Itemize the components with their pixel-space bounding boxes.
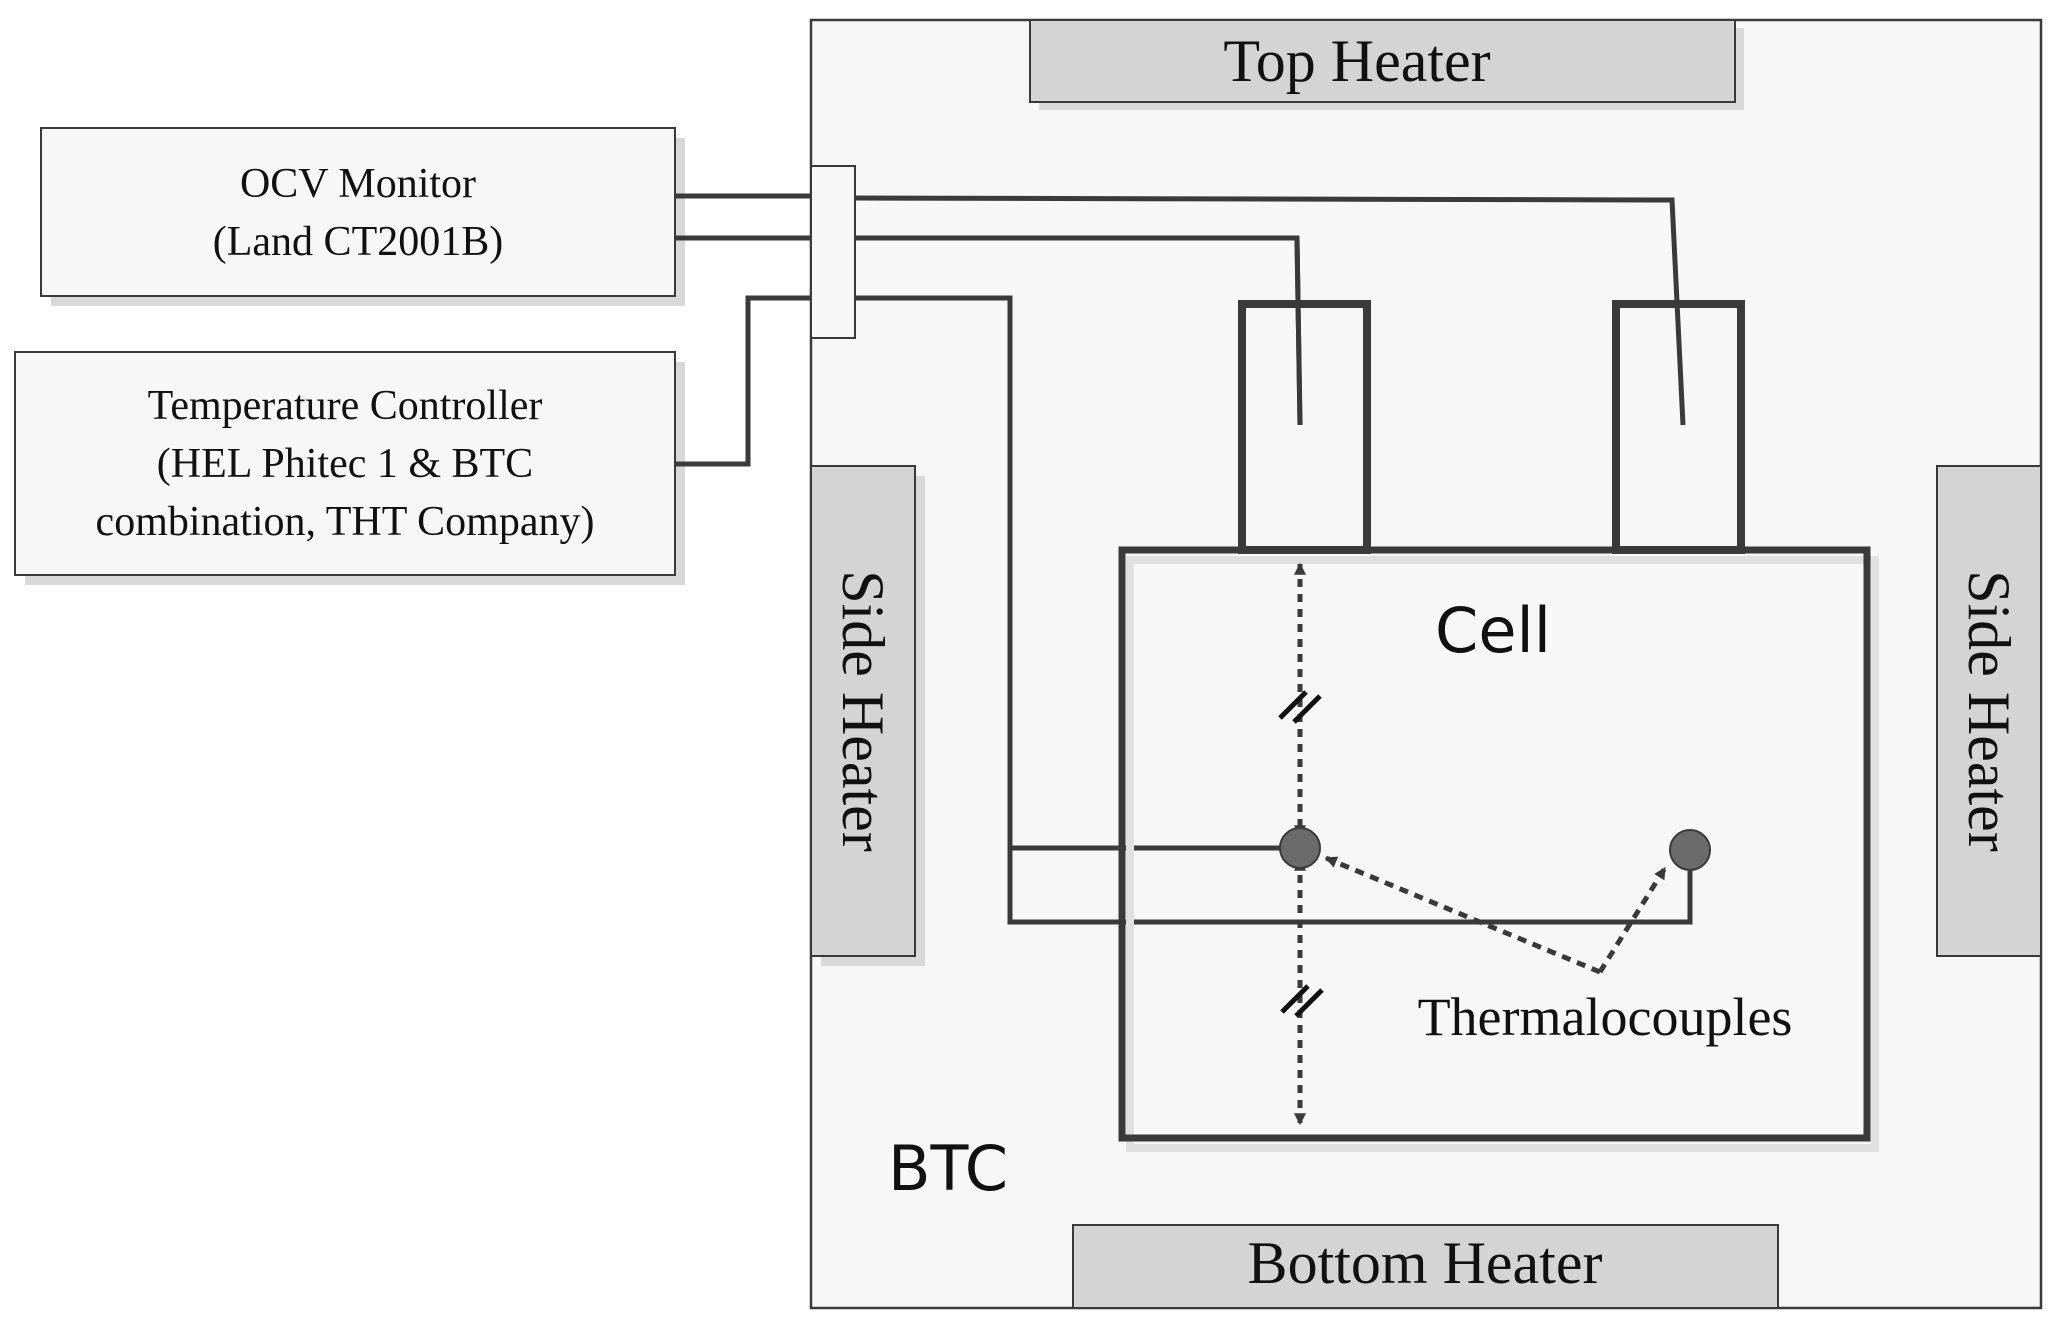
ocv-monitor-box: OCV Monitor (Land CT2001B) (40, 127, 685, 306)
ocv-monitor-title: OCV Monitor (240, 161, 476, 207)
ocv-monitor-model: (Land CT2001B) (213, 219, 503, 265)
tc-wire (675, 295, 811, 467)
btc-label: BTC (888, 1132, 1008, 1205)
cell-terminal-left (1238, 300, 1371, 554)
terminal-right-wire (854, 195, 1686, 426)
break-marks (1278, 690, 1324, 1018)
top-heater-label: Top Heater (1223, 28, 1490, 94)
temperature-controller-box: Temperature Controller (HEL Phitec 1 & B… (14, 351, 685, 585)
temperature-controller-title: Temperature Controller (148, 383, 543, 429)
thermocouple-dots (1279, 827, 1711, 871)
temperature-controller-company: combination, THT Company) (96, 499, 595, 545)
right-side-heater-label: Side Heater (1956, 570, 2022, 852)
bottom-heater-label: Bottom Heater (1248, 1230, 1603, 1296)
thermocouple-dot-right (1669, 829, 1711, 871)
left-side-heater-label: Side Heater (830, 570, 896, 852)
cell: Cell (1118, 546, 1879, 1152)
thermocouple-wire (855, 295, 1693, 925)
cell-label: Cell (1435, 594, 1551, 667)
pointer-to-center (1324, 855, 1601, 975)
btc-enclosure (809, 18, 2043, 1310)
thermocouples-label: Thermalocouples (1418, 987, 1793, 1047)
feedthrough-connector (810, 165, 856, 339)
thermocouple-pointers (1324, 855, 1668, 975)
left-side-heater: Side Heater (810, 465, 925, 966)
cell-terminal-right (1612, 300, 1745, 554)
top-heater: Top Heater (1029, 19, 1744, 110)
right-side-heater: Side Heater (1936, 465, 2042, 957)
pointer-to-right (1597, 866, 1668, 974)
thermocouple-dot-center (1279, 827, 1321, 869)
temperature-controller-model: (HEL Phitec 1 & BTC (157, 441, 533, 487)
bottom-heater: Bottom Heater (1072, 1224, 1779, 1309)
terminal-left-probe (1294, 237, 1303, 426)
